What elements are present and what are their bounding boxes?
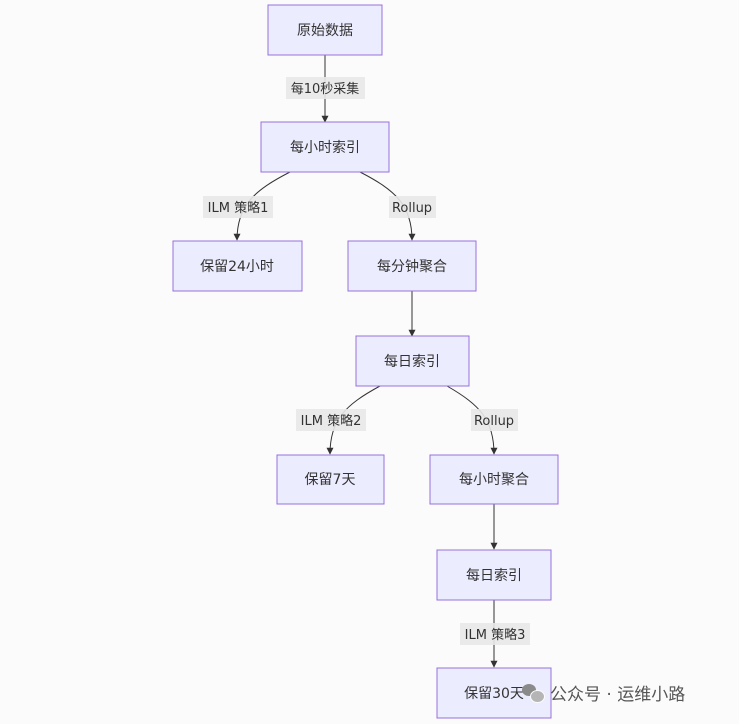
node-hourly-agg[interactable]: 每小时聚合 <box>429 454 559 505</box>
node-keep-7d[interactable]: 保留7天 <box>276 454 385 505</box>
svg-text:ILM 策略1: ILM 策略1 <box>208 200 269 216</box>
edge-label-rollup-2: Rollup <box>471 409 518 431</box>
svg-text:原始数据: 原始数据 <box>297 23 353 39</box>
watermark: 公众号 · 运维小路 <box>522 680 685 705</box>
node-minute-agg[interactable]: 每分钟聚合 <box>347 240 477 292</box>
edge-label-rollup-1: Rollup <box>389 196 436 218</box>
node-hourly-index[interactable]: 每小时索引 <box>260 121 390 173</box>
edge-label-ilm-3: ILM 策略3 <box>460 623 530 645</box>
svg-text:每日索引: 每日索引 <box>384 353 440 370</box>
svg-text:ILM 策略3: ILM 策略3 <box>465 627 526 643</box>
svg-text:保留24小时: 保留24小时 <box>200 259 274 275</box>
svg-text:ILM 策略2: ILM 策略2 <box>301 413 362 429</box>
node-keep-24h[interactable]: 保留24小时 <box>172 240 303 292</box>
edge-labels: 每10秒采集 ILM 策略1 Rollup ILM 策略2 Rollup ILM… <box>203 77 530 645</box>
node-daily-index-2[interactable]: 每日索引 <box>436 549 552 601</box>
svg-text:每小时索引: 每小时索引 <box>290 139 360 156</box>
svg-text:每小时聚合: 每小时聚合 <box>459 472 529 488</box>
watermark-text: 公众号 · 运维小路 <box>550 685 686 705</box>
svg-text:每分钟聚合: 每分钟聚合 <box>377 258 447 275</box>
wechat-icon <box>522 682 545 704</box>
node-daily-index-1[interactable]: 每日索引 <box>355 335 470 387</box>
svg-text:保留7天: 保留7天 <box>305 472 356 488</box>
svg-text:Rollup: Rollup <box>392 201 432 216</box>
svg-text:每日索引: 每日索引 <box>466 567 522 584</box>
svg-text:保留30天: 保留30天 <box>464 686 524 702</box>
edge-label-ilm-2: ILM 策略2 <box>296 409 366 431</box>
edge-label-ilm-1: ILM 策略1 <box>203 196 273 218</box>
edge-label-collect: 每10秒采集 <box>286 77 365 99</box>
svg-text:Rollup: Rollup <box>474 414 514 429</box>
node-raw-data[interactable]: 原始数据 <box>267 4 383 56</box>
svg-text:每10秒采集: 每10秒采集 <box>291 81 360 97</box>
